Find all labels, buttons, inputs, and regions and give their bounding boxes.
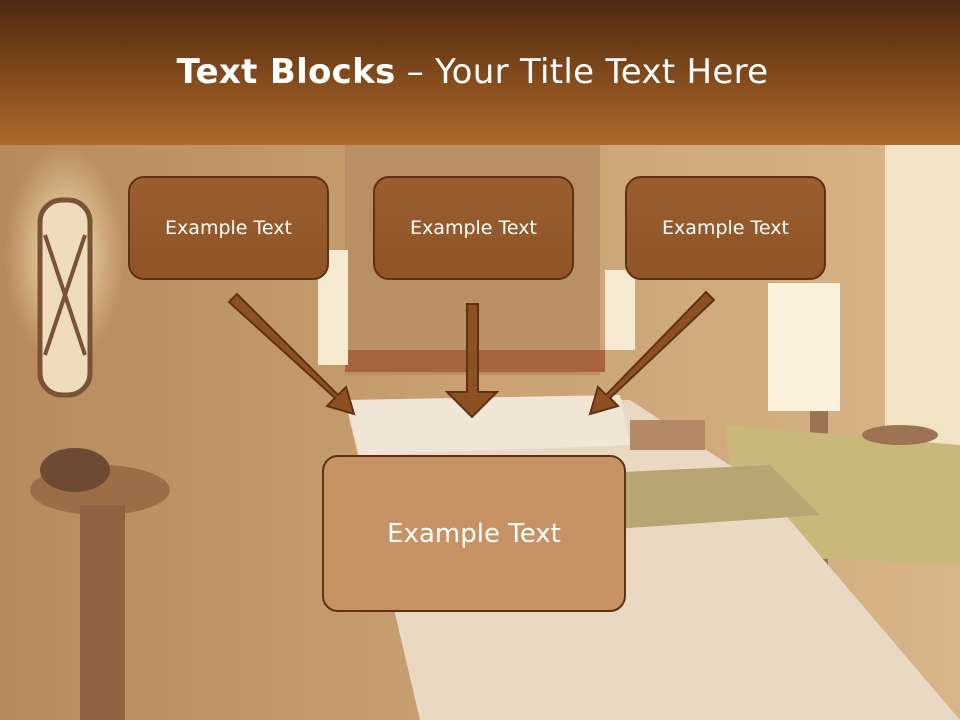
text-block-2[interactable]: Example Text	[373, 176, 574, 280]
text-block-2-label: Example Text	[410, 217, 537, 239]
text-block-1[interactable]: Example Text	[128, 176, 329, 280]
arrow-right	[588, 290, 716, 416]
title-bar: Text Blocks – Your Title Text Here	[0, 0, 960, 145]
text-block-3-label: Example Text	[662, 217, 789, 239]
center-text-block[interactable]: Example Text	[322, 455, 626, 612]
title-bold: Text Blocks	[176, 52, 396, 92]
arrow-center	[444, 303, 500, 419]
slide-title: Text Blocks – Your Title Text Here	[0, 52, 945, 92]
title-rest: Your Title Text Here	[435, 52, 769, 92]
text-block-3[interactable]: Example Text	[625, 176, 826, 280]
title-separator: –	[395, 52, 436, 92]
center-text-block-label: Example Text	[387, 518, 561, 549]
arrow-left	[227, 292, 356, 416]
text-block-1-label: Example Text	[165, 217, 292, 239]
